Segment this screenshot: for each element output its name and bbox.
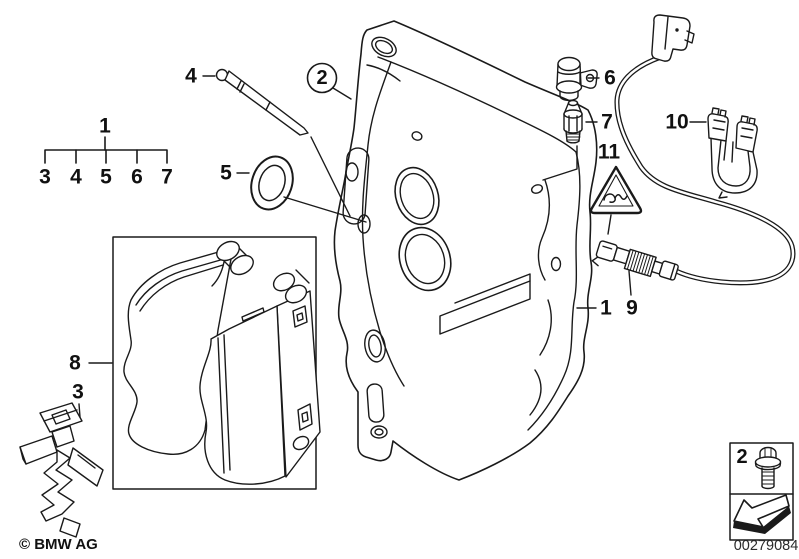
legend-item-7[interactable]: 7: [161, 165, 173, 189]
callout-sensor-holder[interactable]: 10: [665, 110, 689, 134]
legend-item-3[interactable]: 3: [39, 165, 51, 189]
legend-item-4[interactable]: 4: [70, 165, 82, 189]
brake-pad-right-drawing: [199, 269, 321, 485]
callout-bleeder-valve[interactable]: 7: [601, 110, 613, 134]
copyright-notice: © BMW AG: [19, 536, 98, 553]
wear-sensor-drawing: [591, 240, 679, 281]
sensor-holder-drawing: [707, 107, 758, 199]
leader-lines: [78, 75, 707, 418]
caliper-drawing: [333, 20, 598, 481]
sensor-wire: [614, 54, 796, 286]
direction-arrow-icon: [733, 494, 791, 534]
retaining-spring-drawing: [19, 402, 104, 538]
guide-pin-drawing: [215, 68, 309, 136]
callout-seal-ring[interactable]: 5: [220, 161, 232, 185]
callout-warning[interactable]: 11: [597, 140, 621, 164]
callout-caliper-circled[interactable]: 2: [316, 67, 328, 89]
image-number: 00279084: [733, 538, 799, 554]
legend-item-5[interactable]: 5: [100, 165, 112, 189]
legend-item-6[interactable]: 6: [131, 165, 143, 189]
dust-cap-drawing: [555, 56, 598, 102]
inset-box: [729, 442, 794, 541]
callout-circle[interactable]: [306, 62, 338, 94]
callout-pad-set[interactable]: 8: [69, 351, 81, 375]
warning-triangle-icon: [589, 165, 643, 215]
screw-icon: [754, 446, 782, 490]
legend-bracket: [44, 136, 168, 164]
callout-wear-sensor[interactable]: 9: [626, 296, 638, 320]
callout-guide-pin[interactable]: 4: [185, 64, 197, 88]
bleeder-valve-drawing: [563, 99, 583, 144]
callout-caliper[interactable]: 1: [600, 296, 612, 320]
callout-dust-cap[interactable]: 6: [604, 66, 616, 90]
legend-parent-callout[interactable]: 1: [99, 114, 111, 138]
pad-set-box: [112, 236, 317, 490]
sensor-connector-drawing: [651, 14, 695, 62]
seal-ring-drawing: [250, 155, 294, 211]
inset-callout[interactable]: 2: [736, 446, 748, 468]
callout-retaining-spring[interactable]: 3: [72, 380, 84, 404]
